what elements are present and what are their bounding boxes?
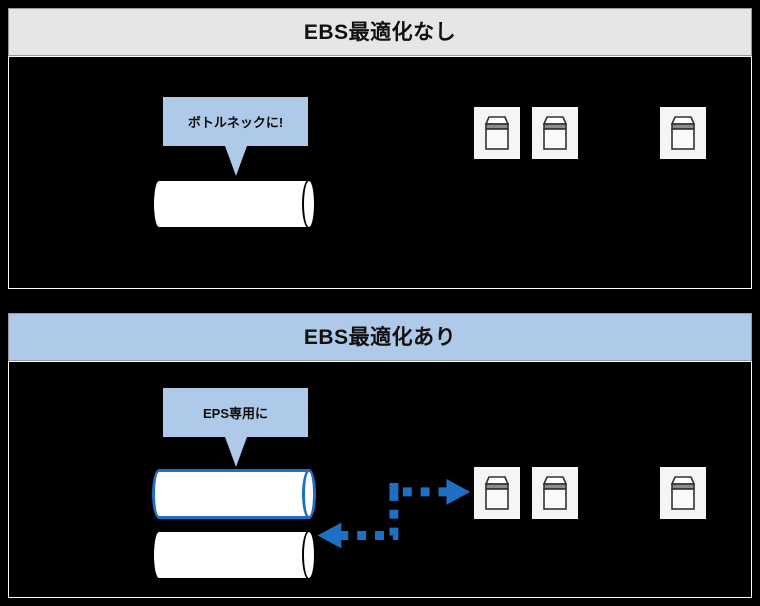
storage-box-icon	[482, 115, 512, 151]
cylinder-right-cap	[302, 469, 316, 519]
callout-bottleneck: ボトルネックに!	[163, 97, 308, 176]
arrow-to-volume-head	[317, 522, 342, 549]
instance-node-1	[474, 107, 520, 159]
arrow-to-instances-path	[389, 482, 449, 497]
storage-volume-cylinder	[152, 179, 316, 229]
storage-box-icon	[540, 475, 570, 511]
callout-tail-icon	[224, 146, 247, 176]
panel-header-with-optimization: EBS最適化あり	[8, 313, 752, 361]
arrow-to-volume-path	[339, 491, 399, 540]
callout-dedicated: EPS専用に	[163, 388, 308, 467]
panel-no-optimization: EBS最適化なし ボトルネックに!	[8, 8, 752, 289]
storage-box-icon	[482, 475, 512, 511]
callout-label: EPS専用に	[202, 406, 268, 421]
arrow-to-instances-head	[446, 479, 471, 505]
cylinder-body	[159, 530, 309, 580]
storage-box-icon	[668, 115, 698, 151]
panel-with-optimization: EBS最適化あり EPS専用に	[8, 313, 752, 598]
instance-node-3	[660, 107, 706, 159]
cylinder-right-cap	[302, 530, 316, 580]
page-title-secondary: EBS最適化あり	[303, 325, 457, 349]
secondary-storage-volume-cylinder	[152, 530, 316, 580]
callout-label: ボトルネックに!	[187, 115, 284, 130]
instance-node-2	[532, 107, 578, 159]
cylinder-right-cap	[302, 179, 316, 229]
callout-tail-icon	[224, 437, 247, 467]
cylinder-body	[159, 179, 309, 229]
storage-box-icon	[540, 115, 570, 151]
instance-node-2	[532, 467, 578, 519]
cylinder-body	[159, 469, 309, 519]
data-flow-arrows	[317, 479, 471, 549]
panel-body-no-optimization: ボトルネックに!	[8, 56, 752, 289]
page-title: EBS最適化なし	[303, 20, 457, 44]
instance-node-3	[660, 467, 706, 519]
instance-node-1	[474, 467, 520, 519]
panel-body-with-optimization: EPS専用に	[8, 361, 752, 598]
panel-header-no-optimization: EBS最適化なし	[8, 8, 752, 56]
storage-box-icon	[668, 475, 698, 511]
dedicated-storage-volume-cylinder	[152, 469, 316, 519]
